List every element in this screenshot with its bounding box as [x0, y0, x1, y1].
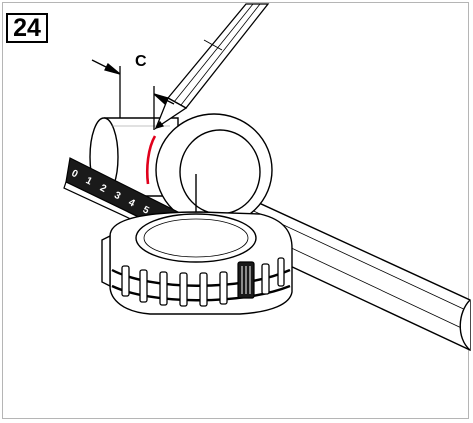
dimension-c: [91, 59, 175, 130]
tape-tick: 4: [127, 197, 137, 210]
tape-tick: 2: [98, 183, 108, 196]
lock-button: [237, 261, 255, 299]
tape-tick: 5: [141, 204, 151, 217]
tape-tick: 1: [84, 175, 94, 188]
mark-line: [145, 135, 157, 185]
housing-grip-ribs: [121, 257, 285, 307]
tape-measure-housing: [101, 211, 293, 315]
pencil: [154, 3, 270, 130]
dimension-label: C: [135, 53, 147, 70]
tape-tick: 0: [69, 168, 79, 181]
step-number: 24: [6, 13, 48, 43]
tape-tick: 3: [112, 190, 122, 203]
